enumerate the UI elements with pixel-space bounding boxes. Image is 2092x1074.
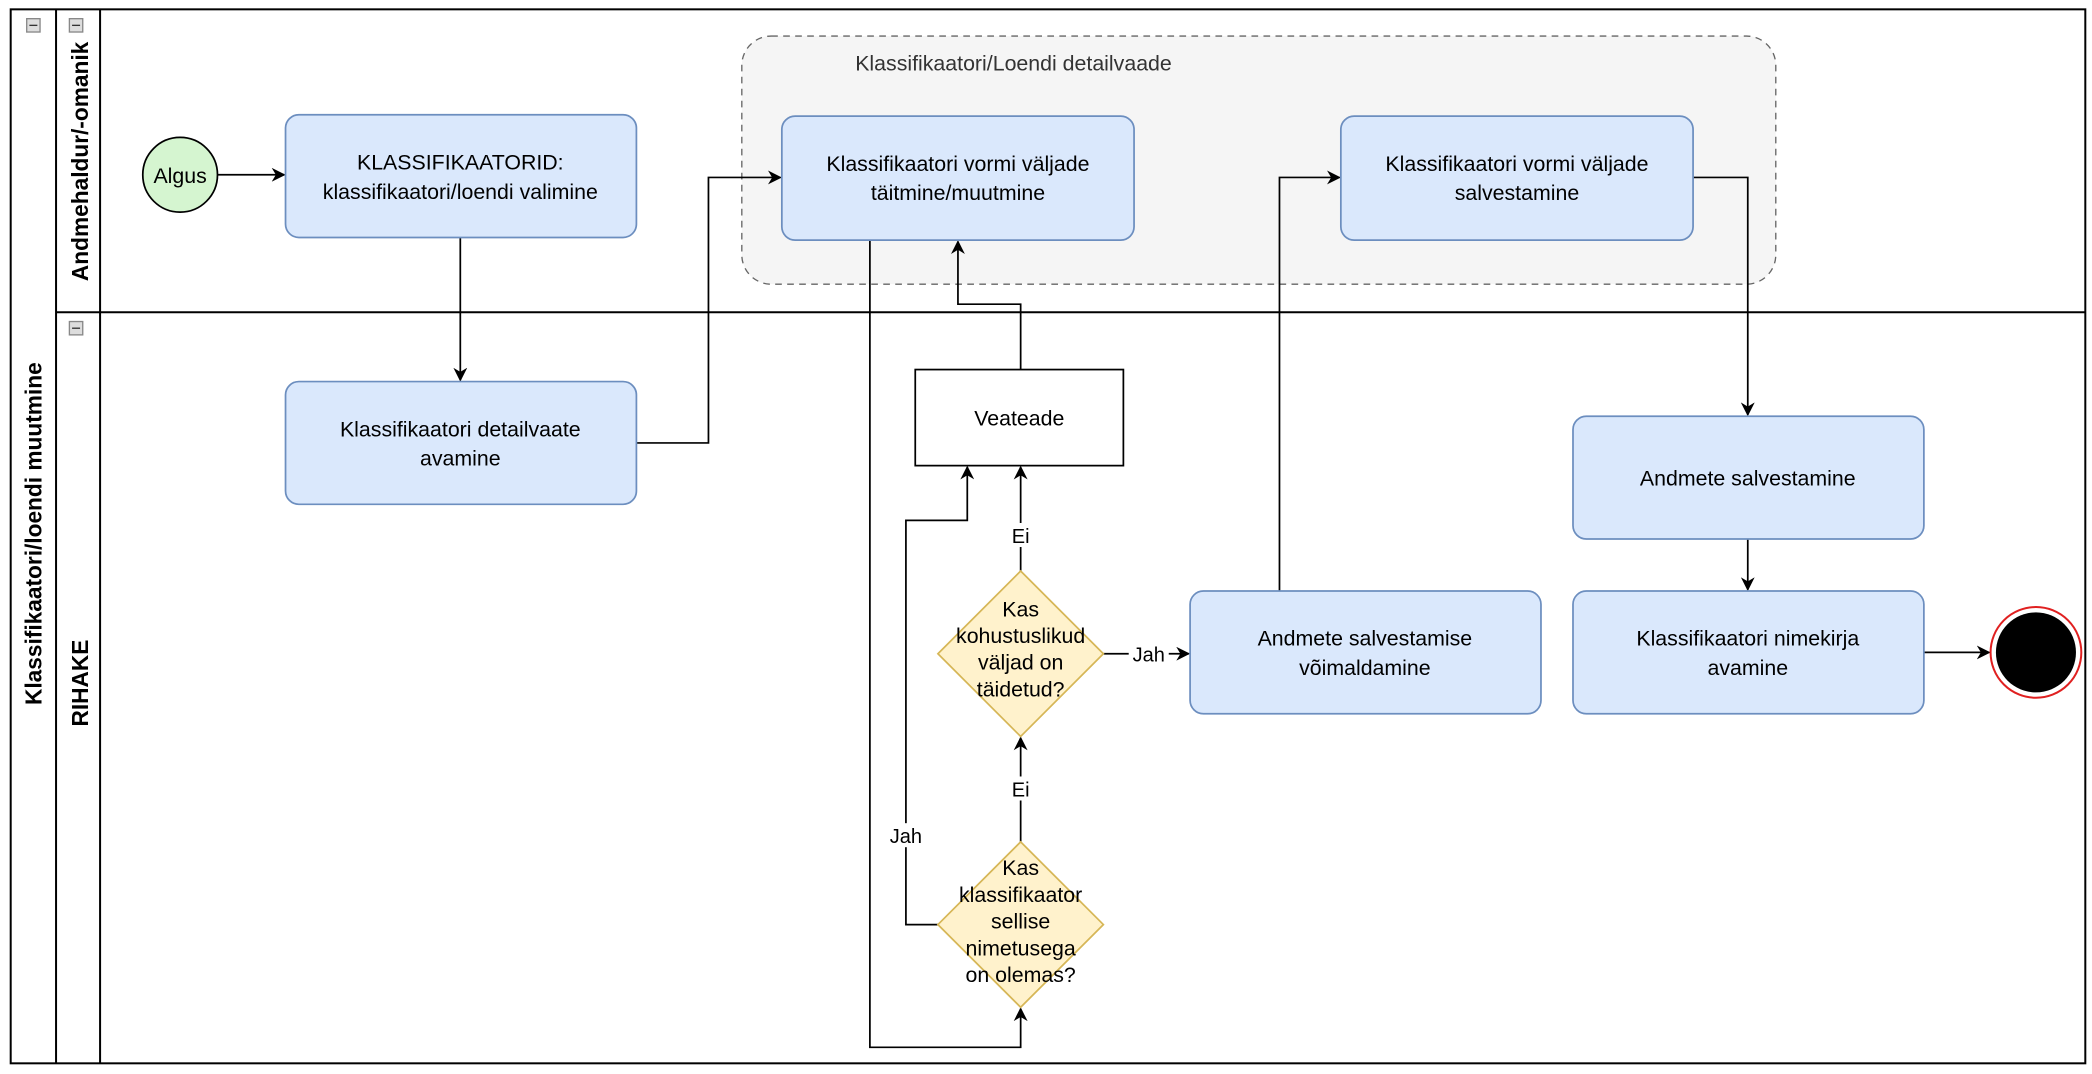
edge-label-yes: Jah — [1133, 645, 1165, 667]
task-error-message[interactable]: Veateade — [914, 368, 1125, 467]
collapse-icon[interactable] — [26, 18, 41, 33]
lane-title-data-owner: Andmehaldur/-omanik — [67, 41, 93, 281]
pool-title: Klassifikaatori/loendi muutmine — [20, 362, 46, 705]
svg-text:KLASSIFIKAATORID:klassifikaato: KLASSIFIKAATORID:klassifikaatori/loendi … — [323, 150, 598, 203]
svg-text:Algus: Algus — [153, 164, 206, 188]
edge-label-yes: Jah — [890, 826, 922, 848]
svg-text:Andmete salvestamine: Andmete salvestamine — [1640, 467, 1856, 491]
group-label: Klassifikaatori/Loendi detailvaade — [855, 52, 1172, 76]
lane-title-rihake: RIHAKE — [67, 640, 93, 727]
edge-label-no: Ei — [1012, 526, 1030, 548]
collapse-icon[interactable] — [68, 320, 84, 336]
end-event[interactable] — [1989, 606, 2083, 699]
start-event[interactable]: Algus — [141, 136, 219, 213]
svg-text:Veateade: Veateade — [974, 407, 1064, 431]
task-select-classifier[interactable]: KLASSIFIKAATORID:klassifikaatori/loendi … — [284, 113, 638, 239]
edge-label-no: Ei — [1012, 779, 1030, 801]
task-save-data[interactable]: Andmete salvestamine — [1572, 415, 1925, 540]
collapse-icon[interactable] — [68, 18, 84, 33]
